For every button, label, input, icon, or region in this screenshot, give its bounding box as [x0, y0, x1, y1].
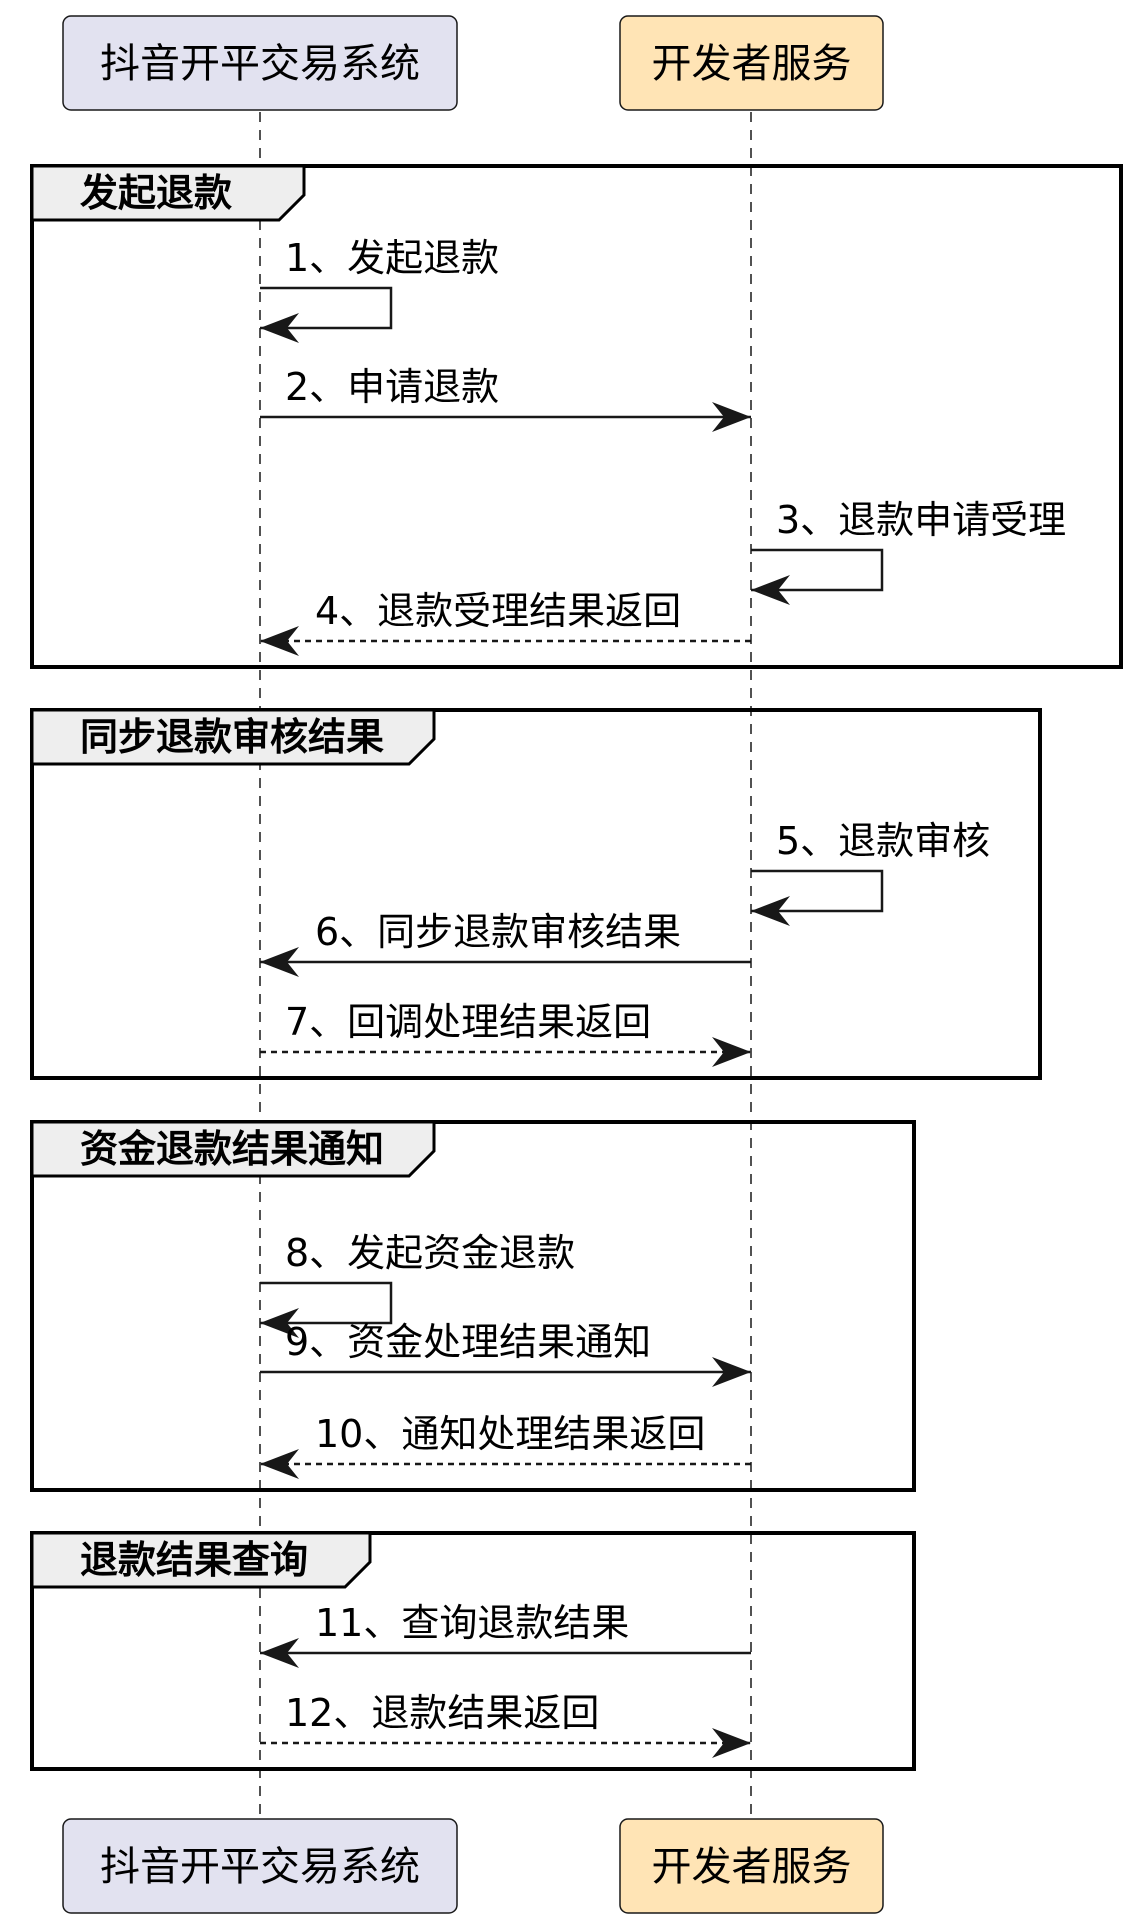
message-8: 8、发起资金退款: [260, 1231, 575, 1338]
group-tab: [30, 1120, 436, 1178]
message-label: 5、退款审核: [776, 819, 990, 863]
participant-label: 开发者服务: [652, 1844, 852, 1890]
group-title: 同步退款审核结果: [80, 715, 384, 759]
participant-box: [619, 15, 884, 111]
participant-developer-bottom: 开发者服务: [619, 1818, 884, 1914]
participant-box: [62, 15, 458, 111]
group-frame: 同步退款审核结果: [30, 708, 1042, 1080]
message-label: 3、退款申请受理: [776, 498, 1066, 542]
message-5: 5、退款审核: [751, 819, 990, 926]
self-message-arrow: [260, 286, 393, 343]
self-message-arrow: [751, 869, 884, 926]
message-label: 6、同步退款审核结果: [315, 910, 681, 954]
self-message-arrow: [751, 548, 884, 605]
group-tab: [30, 708, 436, 766]
message-label: 10、通知处理结果返回: [315, 1412, 705, 1456]
message-2: 2、申请退款: [260, 365, 751, 432]
participant-box: [62, 1818, 458, 1914]
message-1: 1、发起退款: [260, 236, 499, 343]
message-label: 11、查询退款结果: [315, 1601, 629, 1645]
group-frame: 发起退款: [30, 164, 1123, 669]
message-label: 8、发起资金退款: [285, 1231, 575, 1275]
group-border: [30, 708, 1042, 1080]
group-tab: [30, 164, 306, 222]
participant-developer-top: 开发者服务: [619, 15, 884, 111]
participant-platform-top: 抖音开平交易系统: [62, 15, 458, 111]
message-10: 10、通知处理结果返回: [260, 1412, 751, 1479]
message-label: 2、申请退款: [285, 365, 499, 409]
participant-label: 抖音开平交易系统: [100, 41, 420, 87]
group-border: [30, 1120, 916, 1492]
group-title: 资金退款结果通知: [80, 1127, 384, 1171]
self-message-arrow: [260, 1281, 393, 1338]
message-4: 4、退款受理结果返回: [260, 589, 751, 656]
message-9: 9、资金处理结果通知: [260, 1320, 751, 1387]
participant-label: 开发者服务: [652, 41, 852, 87]
message-7: 7、回调处理结果返回: [260, 1000, 751, 1067]
message-3: 3、退款申请受理: [751, 498, 1066, 605]
group-frame: 资金退款结果通知: [30, 1120, 916, 1492]
message-6: 6、同步退款审核结果: [260, 910, 751, 977]
message-label: 7、回调处理结果返回: [285, 1000, 651, 1044]
group-tab: [30, 1531, 372, 1589]
message-11: 11、查询退款结果: [260, 1601, 751, 1668]
message-label: 4、退款受理结果返回: [315, 589, 681, 633]
participant-box: [619, 1818, 884, 1914]
group-frame: 退款结果查询: [30, 1531, 916, 1771]
message-label: 12、退款结果返回: [285, 1691, 599, 1735]
participant-platform-bottom: 抖音开平交易系统: [62, 1818, 458, 1914]
participant-label: 抖音开平交易系统: [100, 1844, 420, 1890]
group-title: 发起退款: [80, 171, 232, 215]
group-border: [30, 1531, 916, 1771]
message-label: 1、发起退款: [285, 236, 499, 280]
message-label: 9、资金处理结果通知: [285, 1320, 651, 1364]
group-title: 退款结果查询: [80, 1538, 308, 1582]
group-border: [30, 164, 1123, 669]
message-12: 12、退款结果返回: [260, 1691, 751, 1758]
